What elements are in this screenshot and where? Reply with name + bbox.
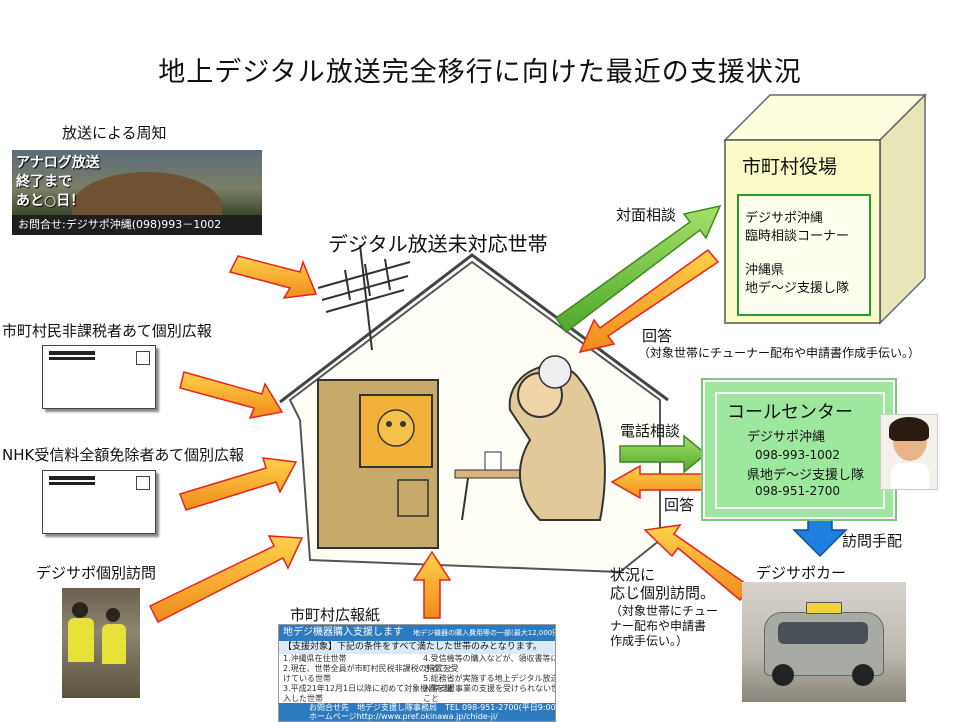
arrow-nhk-notice xyxy=(179,457,298,511)
call-center-tel1: 098-993-1002 xyxy=(755,448,841,462)
office-title: 市町村役場 xyxy=(742,156,838,178)
arrow-answer-call-center xyxy=(610,464,705,500)
tax-notice-label: 市町村民非課税者あて個別広報 xyxy=(2,322,212,340)
car-label: デジサポカー xyxy=(756,564,847,582)
arrow-tax-notice xyxy=(179,371,284,419)
situational-visit-note: （対象世帯にチュー ナー配布や申請書 作成手伝い。） xyxy=(610,604,719,648)
arrow-phone xyxy=(619,434,708,474)
office-consult-corner: デジサポ沖縄 臨時相談コーナー 沖縄県 地デ～ジ支援し隊 xyxy=(737,194,871,316)
answer-label: 回答 xyxy=(664,496,695,514)
tv-broadcast-banner: アナログ放送 終了まで あと○日！ お問合せ:デジサポ沖縄(098)993－10… xyxy=(12,150,262,235)
arrow-newsletter xyxy=(412,550,452,619)
nhk-notice-label: NHK受信料全額免除者あて個別広報 xyxy=(2,446,245,464)
antenna-icon xyxy=(317,244,411,351)
arrow-answer-office xyxy=(578,248,720,354)
envelope-icon xyxy=(42,470,156,534)
newsletter-image: 地デジ機器購入支援します 地デジ機器の購入費用等の一部(最大12,000円)を支… xyxy=(278,624,556,722)
digisapo-car-photo xyxy=(742,582,906,702)
tv-icon xyxy=(317,379,439,549)
house-roof xyxy=(279,253,669,404)
banner-text: アナログ放送 終了まで あと○日！ xyxy=(16,155,100,209)
broadcast-notice-label: 放送による周知 xyxy=(62,124,167,142)
call-center-box: コールセンター デジサポ沖縄 098-993-1002 県地デ～ジ支援し隊 09… xyxy=(701,378,897,521)
phone-consult-label: 電話相談 xyxy=(620,422,681,440)
answer-label: 回答 xyxy=(642,327,673,345)
call-center-org2: 県地デ～ジ支援し隊 xyxy=(747,468,865,483)
call-center-title: コールセンター xyxy=(727,402,853,423)
visit-photo xyxy=(62,588,140,698)
banner-contact: お問合せ:デジサポ沖縄(098)993－1002 xyxy=(12,215,262,235)
arrow-face-to-face xyxy=(554,204,722,334)
situational-visit-label: 状況に 応じ個別訪問。 xyxy=(610,566,716,602)
page-title: 地上デジタル放送完全移行に向けた最近の支援状況 xyxy=(158,57,802,88)
newsletter-label: 市町村広報紙 xyxy=(290,606,381,624)
call-center-org1: デジサポ沖縄 xyxy=(747,430,826,445)
arrow-visit xyxy=(148,535,304,624)
answer-note: （対象世帯にチューナー配布や申請書作成手伝い。） xyxy=(638,346,921,360)
arrow-situational-visit xyxy=(643,524,754,602)
operator-photo xyxy=(880,414,938,490)
face-to-face-label: 対面相談 xyxy=(616,206,677,224)
unsupported-household-label: デジタル放送未対応世帯 xyxy=(328,232,548,256)
visit-label: デジサポ個別訪問 xyxy=(36,564,157,582)
call-center-tel2: 098-951-2700 xyxy=(755,484,841,498)
elderly-person-icon xyxy=(454,355,606,521)
arrow-broadcast xyxy=(228,255,318,299)
envelope-icon xyxy=(42,345,156,409)
dispatch-label: 訪問手配 xyxy=(842,532,903,550)
